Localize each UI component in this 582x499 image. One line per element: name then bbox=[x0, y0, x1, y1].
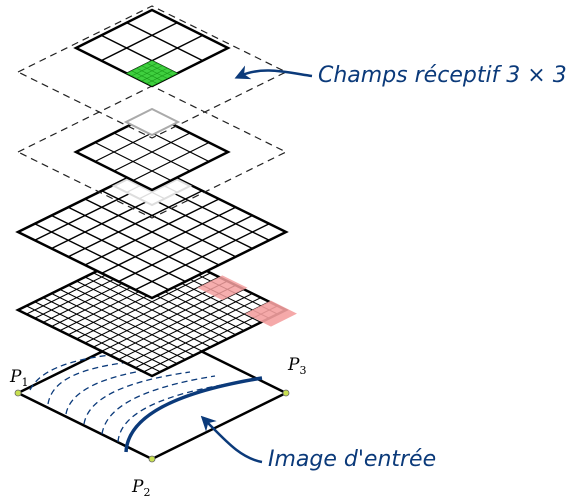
input-image-label: Image d'entrée bbox=[268, 447, 436, 472]
fine-highlight-patch bbox=[197, 275, 248, 301]
small-feature-map-layer bbox=[73, 107, 231, 192]
fine-layer-grid-line bbox=[34, 301, 169, 369]
receptive-cell-hatch bbox=[141, 65, 168, 79]
corner-p3-dot bbox=[282, 389, 290, 397]
mid-ghost-grid-line bbox=[126, 179, 165, 200]
fine-layer-grid-line bbox=[118, 293, 253, 360]
receptive-field-layer bbox=[73, 8, 231, 88]
small-layer-grid-line bbox=[94, 141, 172, 182]
receptive-cell-hatch bbox=[136, 65, 163, 79]
corner-p2-dot bbox=[148, 455, 156, 463]
corner-labels: P1 P3 P2 bbox=[9, 355, 306, 499]
fine-layer-grid-line bbox=[101, 284, 236, 352]
input-image-arrow bbox=[200, 415, 263, 464]
input-dashed-curve bbox=[47, 361, 131, 405]
fine-highlight-patch-area bbox=[244, 300, 297, 327]
mid-layer-grid-line bbox=[51, 214, 186, 283]
receptive-cell-hatch bbox=[131, 62, 158, 77]
dashed-plane-upper bbox=[16, 5, 288, 139]
receptive-field-label: Champs réceptif 3 × 3 bbox=[318, 63, 567, 88]
fine-layer-grid-line bbox=[42, 297, 178, 365]
fine-layer-grid-line bbox=[59, 288, 195, 356]
fine-layer-grid-line bbox=[126, 297, 262, 365]
mid-layer-grid-line bbox=[84, 198, 220, 266]
receptive-cell-hatch bbox=[146, 62, 173, 77]
point-p1-label: P1 bbox=[9, 367, 28, 389]
input-dashed-curve bbox=[117, 381, 241, 443]
dashed-plane-lower bbox=[16, 85, 288, 219]
receptive-cell-hatch bbox=[146, 70, 173, 84]
fine-layer-grid-line bbox=[109, 288, 245, 356]
input-image-annotation: Image d'entrée bbox=[200, 415, 436, 472]
receptive-field-arrow bbox=[234, 65, 313, 80]
receptive-field-annotation: Champs réceptif 3 × 3 bbox=[234, 63, 567, 88]
fine-layer-grid-line bbox=[84, 276, 220, 344]
dashed-lower-frame bbox=[16, 85, 288, 219]
fine-layer-grid-line bbox=[26, 305, 161, 373]
mid-layer-grid-line bbox=[67, 206, 203, 274]
receptive-cell-hatch bbox=[141, 67, 168, 82]
receptive-cell-hatch bbox=[131, 70, 158, 84]
fine-layer-grid-line bbox=[93, 280, 228, 348]
point-p3-label: P3 bbox=[287, 355, 306, 377]
receptive-cell-highlight bbox=[125, 60, 179, 87]
mid-ghost-grid-line bbox=[139, 179, 178, 200]
small-ghost-frame bbox=[123, 107, 181, 137]
dashed-upper-frame bbox=[16, 5, 288, 139]
fine-layer-grid-line bbox=[76, 280, 211, 348]
small-layer-grid-line bbox=[132, 141, 210, 182]
fine-layer-grid-line bbox=[68, 284, 203, 352]
receptive-cell-hatch bbox=[136, 67, 163, 82]
top-layer-grid-line bbox=[101, 22, 178, 62]
mid-layer-grid-line bbox=[134, 223, 270, 291]
small-layer-grid-line bbox=[113, 132, 191, 172]
mid-layer-grid-line bbox=[34, 223, 170, 291]
top-layer-grid-line bbox=[126, 22, 203, 62]
corner-p1-dot bbox=[14, 389, 22, 397]
input-dashed-curve bbox=[101, 375, 216, 435]
input-bold-curve bbox=[124, 376, 263, 453]
input-dashed-curve bbox=[83, 371, 191, 425]
point-p2-label: P2 bbox=[131, 477, 150, 499]
mid-layer-grid-line bbox=[101, 206, 237, 274]
fine-layer-grid-line bbox=[51, 293, 186, 360]
mid-layer-grid-line bbox=[118, 214, 253, 283]
